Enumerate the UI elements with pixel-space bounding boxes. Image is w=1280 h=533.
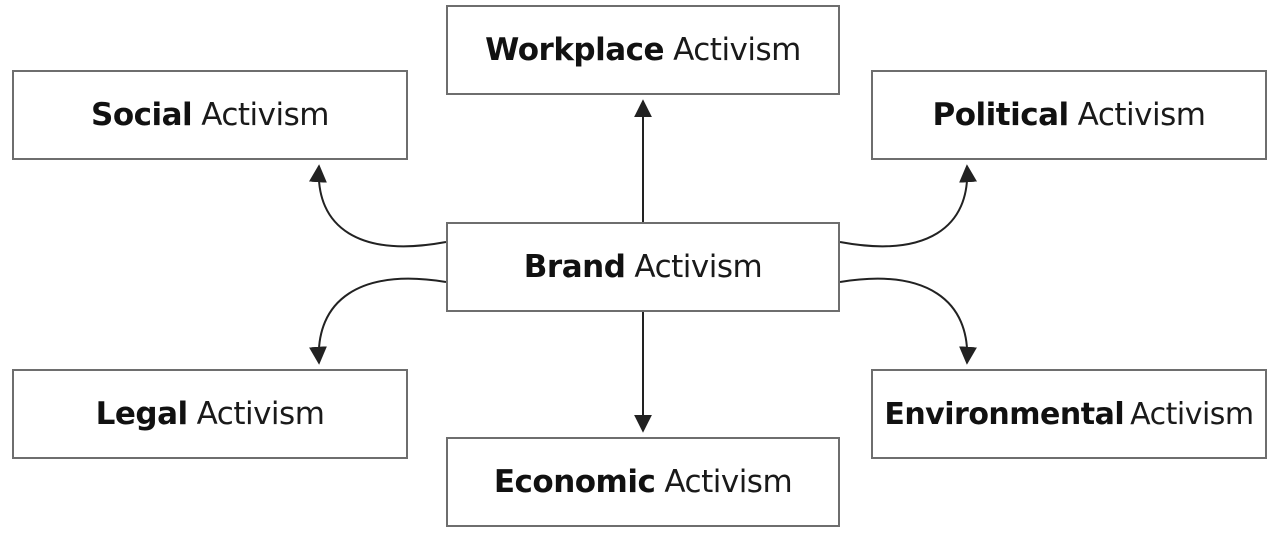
political-activism-node: Political Activism	[871, 70, 1267, 160]
node-label-rest: Activism	[664, 464, 793, 500]
node-label-bold: Environmental	[884, 396, 1125, 432]
social-activism-node: Social Activism	[12, 70, 408, 160]
node-label-bold: Social	[91, 97, 193, 133]
node-label-rest: Activism	[196, 396, 325, 432]
node-label-bold: Workplace	[485, 32, 665, 68]
node-label-bold: Legal	[95, 396, 189, 432]
node-label-bold: Political	[932, 97, 1070, 133]
node-label-rest: Activism	[673, 32, 801, 68]
node-label-bold: Economic	[493, 464, 656, 500]
arrow-to-political	[839, 164, 978, 248]
arrow-to-environmental	[839, 277, 977, 365]
environmental-activism-node: Environmental Activism	[871, 369, 1267, 459]
node-label-bold: Brand	[523, 249, 626, 285]
workplace-activism-node: Workplace Activism	[446, 5, 840, 95]
node-label-rest: Activism	[634, 249, 763, 285]
brand-activism-node: Brand Activism	[446, 222, 840, 312]
node-label-rest: Activism	[201, 97, 329, 133]
arrow-to-legal	[309, 277, 447, 365]
legal-activism-node: Legal Activism	[12, 369, 408, 459]
economic-activism-node: Economic Activism	[446, 437, 840, 527]
arrow-to-social	[308, 164, 447, 248]
node-label-rest: Activism	[1077, 97, 1206, 133]
node-label-rest: Activism	[1130, 396, 1254, 432]
